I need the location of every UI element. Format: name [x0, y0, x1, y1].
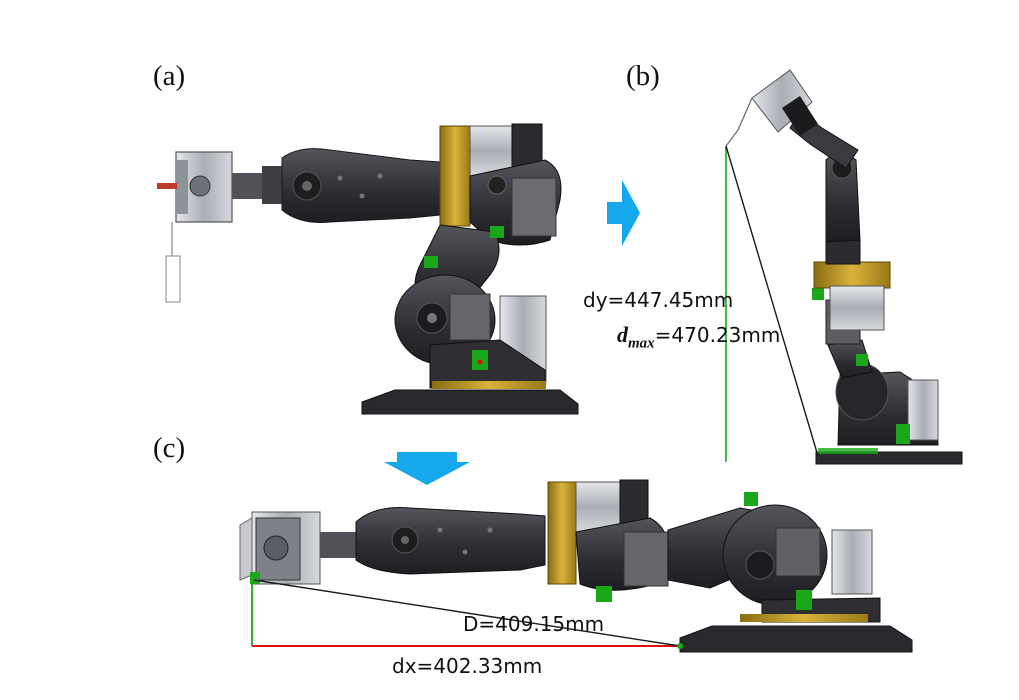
dmax-symbol: dmax — [617, 322, 655, 352]
elbow-motor-c — [575, 481, 623, 533]
base-gold-ring-c — [740, 614, 868, 622]
dy-label: dy=447.45mm — [583, 288, 734, 312]
arrow-right-icon — [607, 180, 640, 246]
dmax-line — [725, 145, 819, 457]
panel-label-a: (a) — [153, 60, 186, 92]
green-marker-c2 — [744, 492, 758, 506]
elbow-gold-bracket-b — [813, 261, 891, 289]
gripper-motor-b — [751, 69, 813, 133]
D-label: D=409.15mm — [463, 612, 605, 636]
robot-pose-b — [725, 69, 963, 465]
dx-label: dx=402.33mm — [392, 654, 543, 678]
elbow-gold-bracket-a — [439, 125, 471, 227]
green-marker-c0 — [250, 572, 260, 584]
elbow-cap-b — [825, 239, 861, 265]
D-line — [253, 579, 681, 647]
elbow-side-motor-a — [511, 177, 557, 237]
green-marker-b2 — [812, 288, 824, 300]
shoulder-motor-c — [775, 527, 821, 577]
arrow-down-icon — [384, 452, 470, 485]
green-marker-b1 — [896, 424, 910, 444]
gripper-plate-a — [176, 160, 188, 214]
forearm-c — [355, 507, 546, 575]
panel-label-c: (c) — [153, 432, 186, 464]
robot-pose-c — [239, 479, 913, 653]
base-gold-ring-a — [432, 381, 546, 389]
base-motor-c — [831, 529, 873, 595]
wrist-shaft-c — [320, 532, 360, 558]
panel-label-b: (b) — [626, 60, 660, 92]
base-motor-b — [907, 379, 939, 441]
wrist-collar-a — [262, 166, 284, 204]
elbow-motor-b — [829, 285, 885, 331]
green-marker-b3 — [856, 354, 868, 366]
dmax-label: dmax=470.23mm — [617, 322, 780, 352]
base-plate-b — [815, 451, 963, 465]
elbow-side-motor-c — [623, 531, 669, 587]
green-marker-c3 — [796, 590, 812, 610]
green-marker-c1 — [596, 586, 612, 602]
elbow-gold-bracket-c — [547, 481, 577, 585]
base-plate-a — [361, 389, 579, 415]
gripper-shaft-a — [189, 175, 211, 197]
robot-pose-a — [157, 123, 579, 415]
gripper-wire-a — [157, 183, 177, 189]
dmax-value: =470.23mm — [654, 323, 781, 347]
base-plate-c — [679, 625, 913, 653]
shoulder-motor-a — [449, 293, 491, 341]
green-marker-a2 — [490, 226, 504, 238]
gripper-tool-a — [165, 255, 181, 303]
green-marker-a1 — [424, 256, 438, 268]
elbow-motor-a — [469, 125, 513, 177]
